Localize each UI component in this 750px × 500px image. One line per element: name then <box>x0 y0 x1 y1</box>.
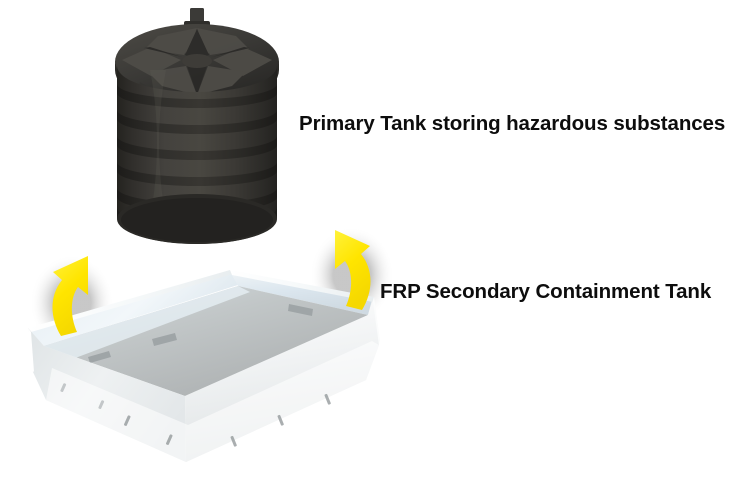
primary-tank-graphic <box>115 8 279 244</box>
basin-exterior-ribs-upper <box>60 383 105 409</box>
primary-tank-label: Primary Tank storing hazardous substance… <box>299 112 726 135</box>
secondary-tank-label: FRP Secondary Containment Tank <box>380 280 712 303</box>
basin-floor-ribs <box>88 304 313 363</box>
left-curved-arrow-graphic <box>52 256 88 336</box>
basin-exterior-ribs <box>124 393 331 447</box>
tank-base <box>117 194 277 244</box>
right-curved-arrow-graphic <box>335 230 371 310</box>
secondary-containment-basin-graphic <box>28 270 380 462</box>
